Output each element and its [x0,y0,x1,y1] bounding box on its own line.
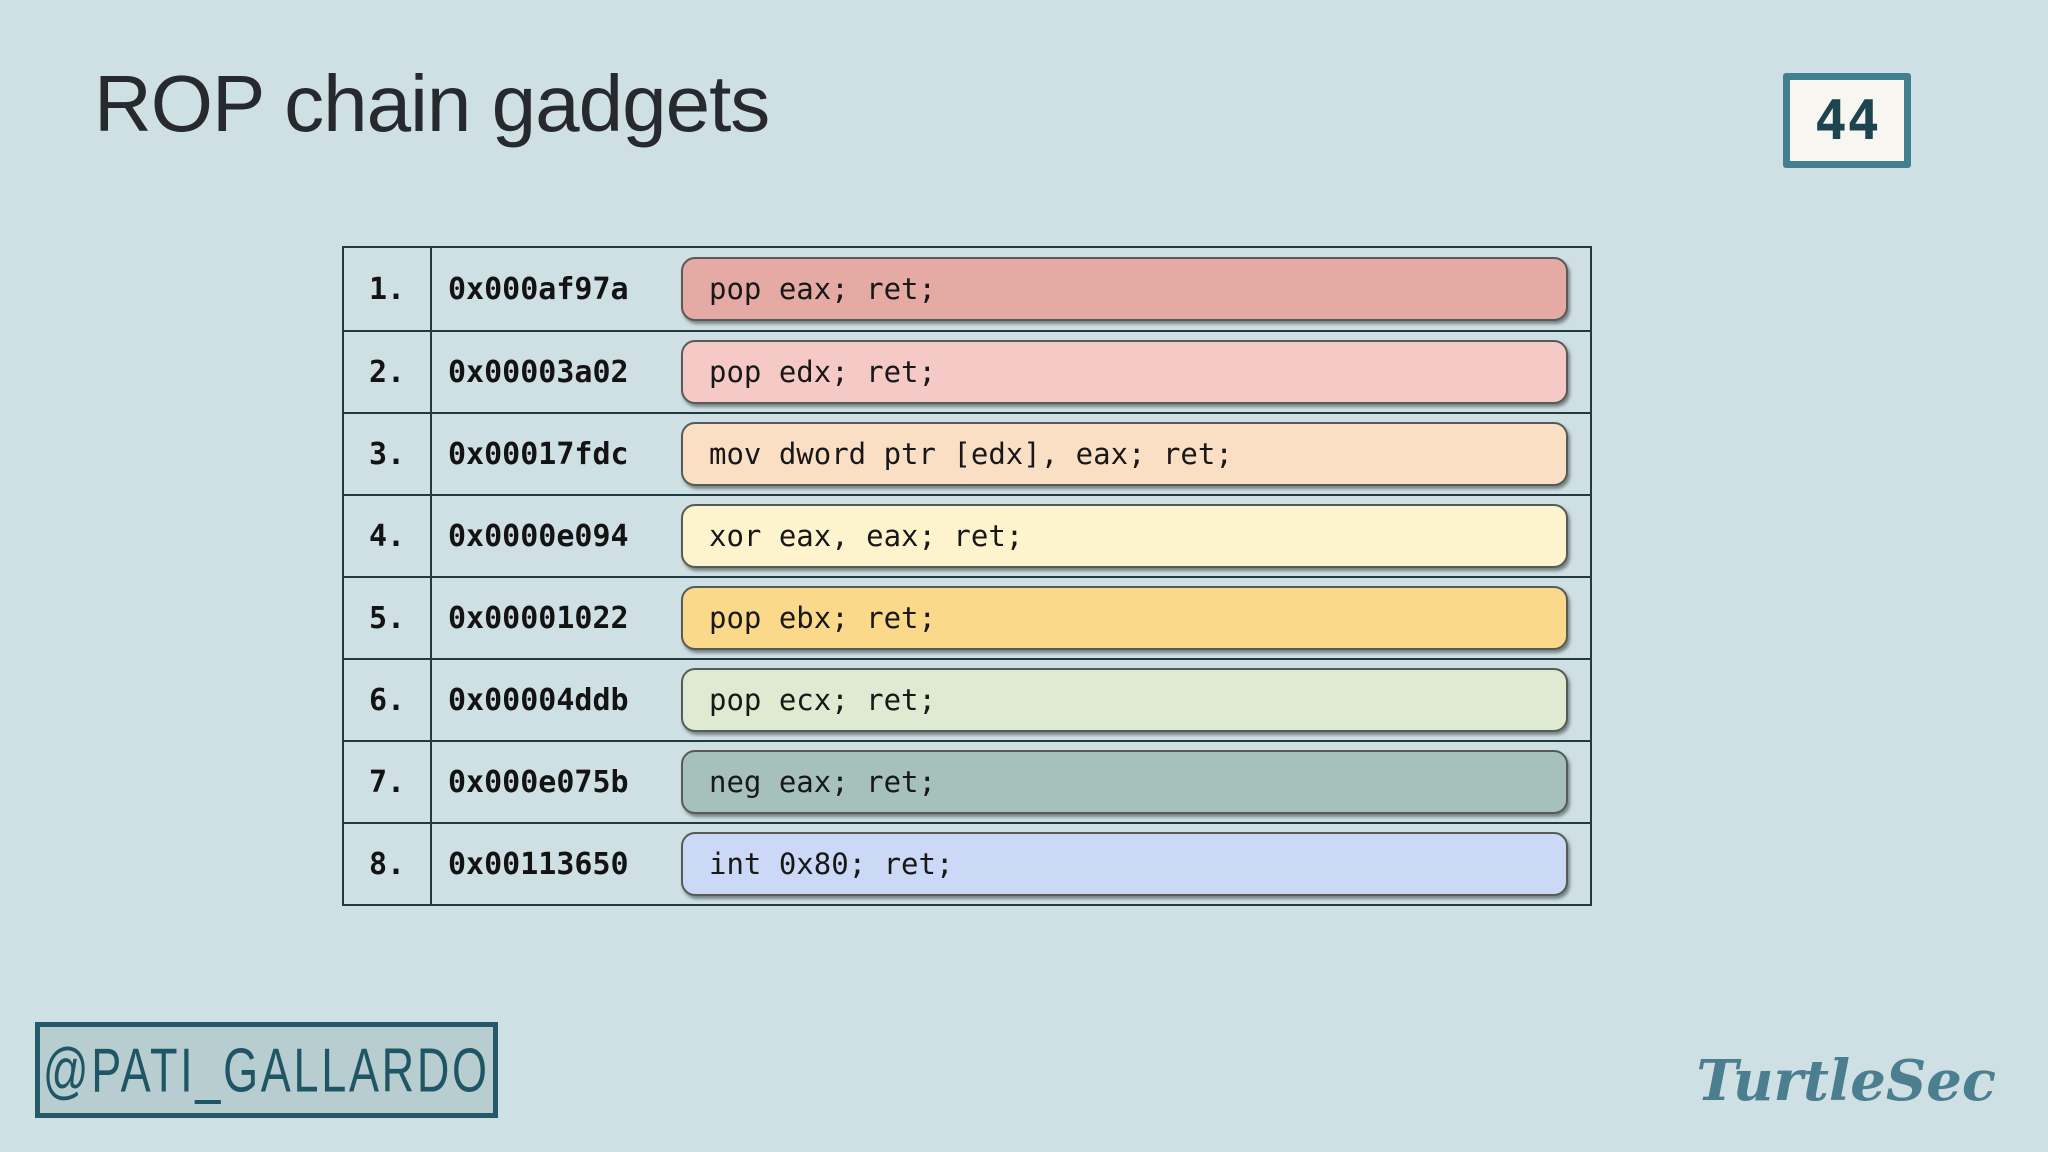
gadget-cell: neg eax; ret; [681,742,1590,822]
gadget-instruction: pop edx; ret; [709,355,936,389]
gadget-box: pop ebx; ret; [681,586,1568,650]
gadget-cell: pop ecx; ret; [681,660,1590,740]
brand-logo: TurtleSec [1696,1048,1996,1114]
table-row: 1. 0x000af97a pop eax; ret; [344,248,1590,330]
gadget-address: 0x0000e094 [448,518,629,554]
row-number: 7. [344,742,432,822]
gadget-instruction: xor eax, eax; ret; [709,519,1024,553]
row-number: 6. [344,660,432,740]
table-row: 8. 0x00113650 int 0x80; ret; [344,822,1590,904]
gadget-cell: mov dword ptr [edx], eax; ret; [681,414,1590,494]
row-number: 2. [344,332,432,412]
gadget-instruction: mov dword ptr [edx], eax; ret; [709,437,1233,471]
table-row: 3. 0x00017fdc mov dword ptr [edx], eax; … [344,412,1590,494]
gadget-cell: int 0x80; ret; [681,824,1590,904]
row-number: 4. [344,496,432,576]
gadget-instruction: neg eax; ret; [709,765,936,799]
gadget-cell: pop eax; ret; [681,248,1590,330]
gadget-address: 0x00004ddb [448,682,629,718]
table-row: 4. 0x0000e094 xor eax, eax; ret; [344,494,1590,576]
gadget-box: mov dword ptr [edx], eax; ret; [681,422,1568,486]
gadget-box: pop eax; ret; [681,257,1568,321]
gadget-box: xor eax, eax; ret; [681,504,1568,568]
page-title: ROP chain gadgets [94,59,770,148]
gadget-instruction: pop ecx; ret; [709,683,936,717]
gadget-address: 0x00001022 [448,600,629,636]
row-number: 1. [344,248,432,330]
gadget-cell: xor eax, eax; ret; [681,496,1590,576]
gadget-box: int 0x80; ret; [681,832,1568,896]
gadget-address: 0x00003a02 [448,354,629,390]
gadget-box: neg eax; ret; [681,750,1568,814]
page-number-badge: 44 [1783,73,1911,168]
gadget-box: pop ecx; ret; [681,668,1568,732]
table-row: 5. 0x00001022 pop ebx; ret; [344,576,1590,658]
page-number: 44 [1814,89,1880,152]
gadget-cell: pop edx; ret; [681,332,1590,412]
gadget-box: pop edx; ret; [681,340,1568,404]
table-row: 6. 0x00004ddb pop ecx; ret; [344,658,1590,740]
gadget-instruction: pop ebx; ret; [709,601,936,635]
gadget-address: 0x000e075b [448,764,629,800]
author-handle: @PATI_GALLARDO [43,1035,490,1105]
row-number: 5. [344,578,432,658]
gadget-address: 0x000af97a [448,271,629,307]
row-number: 8. [344,824,432,904]
gadget-instruction: int 0x80; ret; [709,847,954,881]
gadget-address: 0x00017fdc [448,436,629,472]
author-handle-badge: @PATI_GALLARDO [35,1022,498,1118]
gadget-address: 0x00113650 [448,846,629,882]
gadget-table: 1. 0x000af97a pop eax; ret; 2. 0x00003a0… [342,246,1592,906]
table-row: 7. 0x000e075b neg eax; ret; [344,740,1590,822]
row-number: 3. [344,414,432,494]
gadget-instruction: pop eax; ret; [709,272,936,306]
gadget-cell: pop ebx; ret; [681,578,1590,658]
table-row: 2. 0x00003a02 pop edx; ret; [344,330,1590,412]
